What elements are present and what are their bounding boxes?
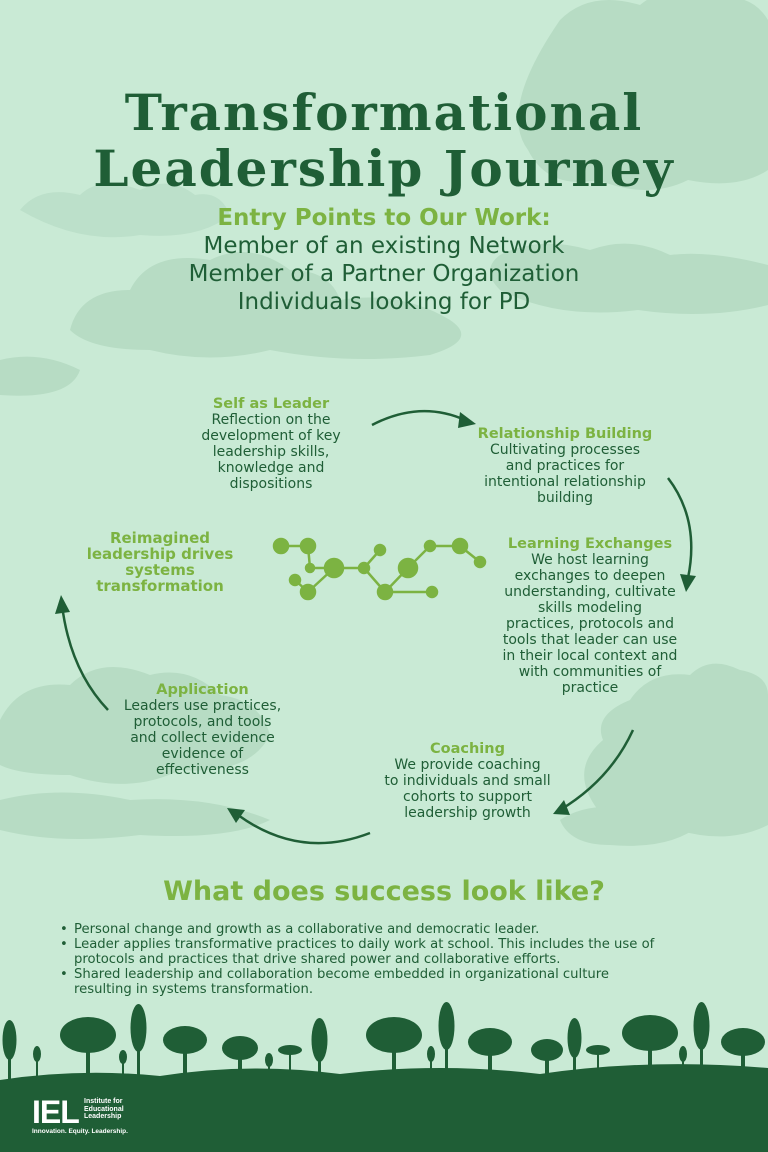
stage-text: with communities of <box>518 664 662 680</box>
stage-text: practice <box>561 680 619 696</box>
stage-text: leadership growth <box>404 805 531 821</box>
entry-point-item: Member of an existing Network <box>203 233 565 259</box>
stage-self-as-leader: Self as Leader Reflection on the develop… <box>196 396 346 492</box>
stage-heading: Coaching <box>430 741 505 757</box>
logo-mark: IEL <box>32 1094 80 1130</box>
reimagined-text: systems <box>125 561 195 579</box>
forest-silhouette <box>0 1002 768 1152</box>
page-title-line-2: Leadership Journey <box>93 139 675 198</box>
network-molecule-icon <box>272 537 487 601</box>
logo-name-line: Leadership <box>84 1113 122 1120</box>
stage-text: skills modeling <box>537 600 643 616</box>
stage-text: dispositions <box>229 476 313 492</box>
reimagined-text: leadership drives <box>86 545 234 563</box>
entry-point-item: Member of a Partner Organization <box>188 261 580 287</box>
reimagined-text: Reimagined <box>109 529 211 547</box>
cycle-arrows <box>60 409 693 845</box>
stage-text: Cultivating processes <box>489 442 641 458</box>
logo-name: Institute for Educational Leadership <box>84 1098 144 1121</box>
stage-text: building <box>536 490 594 506</box>
success-item: Leader applies transformative practices … <box>60 937 720 967</box>
stage-text: practices, protocols and <box>506 616 674 632</box>
stage-text: intentional relationship <box>484 474 646 490</box>
success-item: Shared leadership and collaboration beco… <box>60 967 720 997</box>
stage-text: We provide coaching <box>394 757 541 773</box>
stage-text: and collect evidence <box>130 730 275 746</box>
success-item-text: Personal change and growth as a collabor… <box>74 922 540 937</box>
iel-logo: IEL Institute for Educational Leadership… <box>32 1094 142 1140</box>
stage-application: Application Leaders use practices, proto… <box>115 682 290 778</box>
success-item: Personal change and growth as a collabor… <box>60 922 720 937</box>
success-item-text: Shared leadership and collaboration beco… <box>74 967 609 982</box>
logo-name-line: Educational <box>84 1105 124 1113</box>
success-item-text: resulting in systems transformation. <box>74 982 314 997</box>
stage-text: effectiveness <box>156 762 249 778</box>
stage-text: tools that leader can use <box>502 632 678 648</box>
stage-heading: Self as Leader <box>212 396 330 412</box>
reimagined-text: transformation <box>96 577 224 595</box>
cloud-shapes <box>0 0 768 846</box>
stage-text: evidence of <box>161 746 244 762</box>
page-title-line-1: Transformational <box>124 83 644 142</box>
arrow-heads <box>55 412 696 823</box>
stage-coaching: Coaching We provide coaching to individu… <box>375 741 560 821</box>
stage-heading: Learning Exchanges <box>507 536 673 552</box>
success-list: Personal change and growth as a collabor… <box>60 922 720 997</box>
logo-tagline: Innovation. Equity. Leadership. <box>32 1128 128 1135</box>
success-heading: What does success look like? <box>163 876 605 907</box>
stage-text: Reflection on the <box>211 412 331 428</box>
stage-heading: Relationship Building <box>477 426 653 442</box>
stage-text: understanding, cultivate <box>504 584 676 600</box>
success-item-text: Leader applies transformative practices … <box>74 937 655 952</box>
stage-learning-exchanges: Learning Exchanges We host learning exch… <box>495 536 685 696</box>
reimagined-leadership: Reimagined leadership drives systems tra… <box>85 530 235 594</box>
stage-text: cohorts to support <box>403 789 532 805</box>
stage-text: Leaders use practices, <box>123 698 282 714</box>
success-item-text: protocols and practices that drive share… <box>74 952 561 967</box>
stage-text: in their local context and <box>502 648 678 664</box>
stage-text: development of key <box>201 428 341 444</box>
stage-heading: Application <box>156 682 249 698</box>
stage-text: leadership skills, <box>212 444 330 460</box>
stage-text: knowledge and <box>217 460 325 476</box>
stage-text: protocols, and tools <box>133 714 272 730</box>
stage-relationship-building: Relationship Building Cultivating proces… <box>470 426 660 506</box>
stage-text: exchanges to deepen <box>514 568 666 584</box>
stage-text: and practices for <box>505 458 625 474</box>
stage-text: to individuals and small <box>384 773 551 789</box>
logo-name-line: Institute for <box>84 1098 123 1105</box>
entry-point-item: Individuals looking for PD <box>237 289 531 315</box>
entry-points-heading: Entry Points to Our Work: <box>217 205 551 231</box>
stage-text: We host learning <box>531 552 649 568</box>
